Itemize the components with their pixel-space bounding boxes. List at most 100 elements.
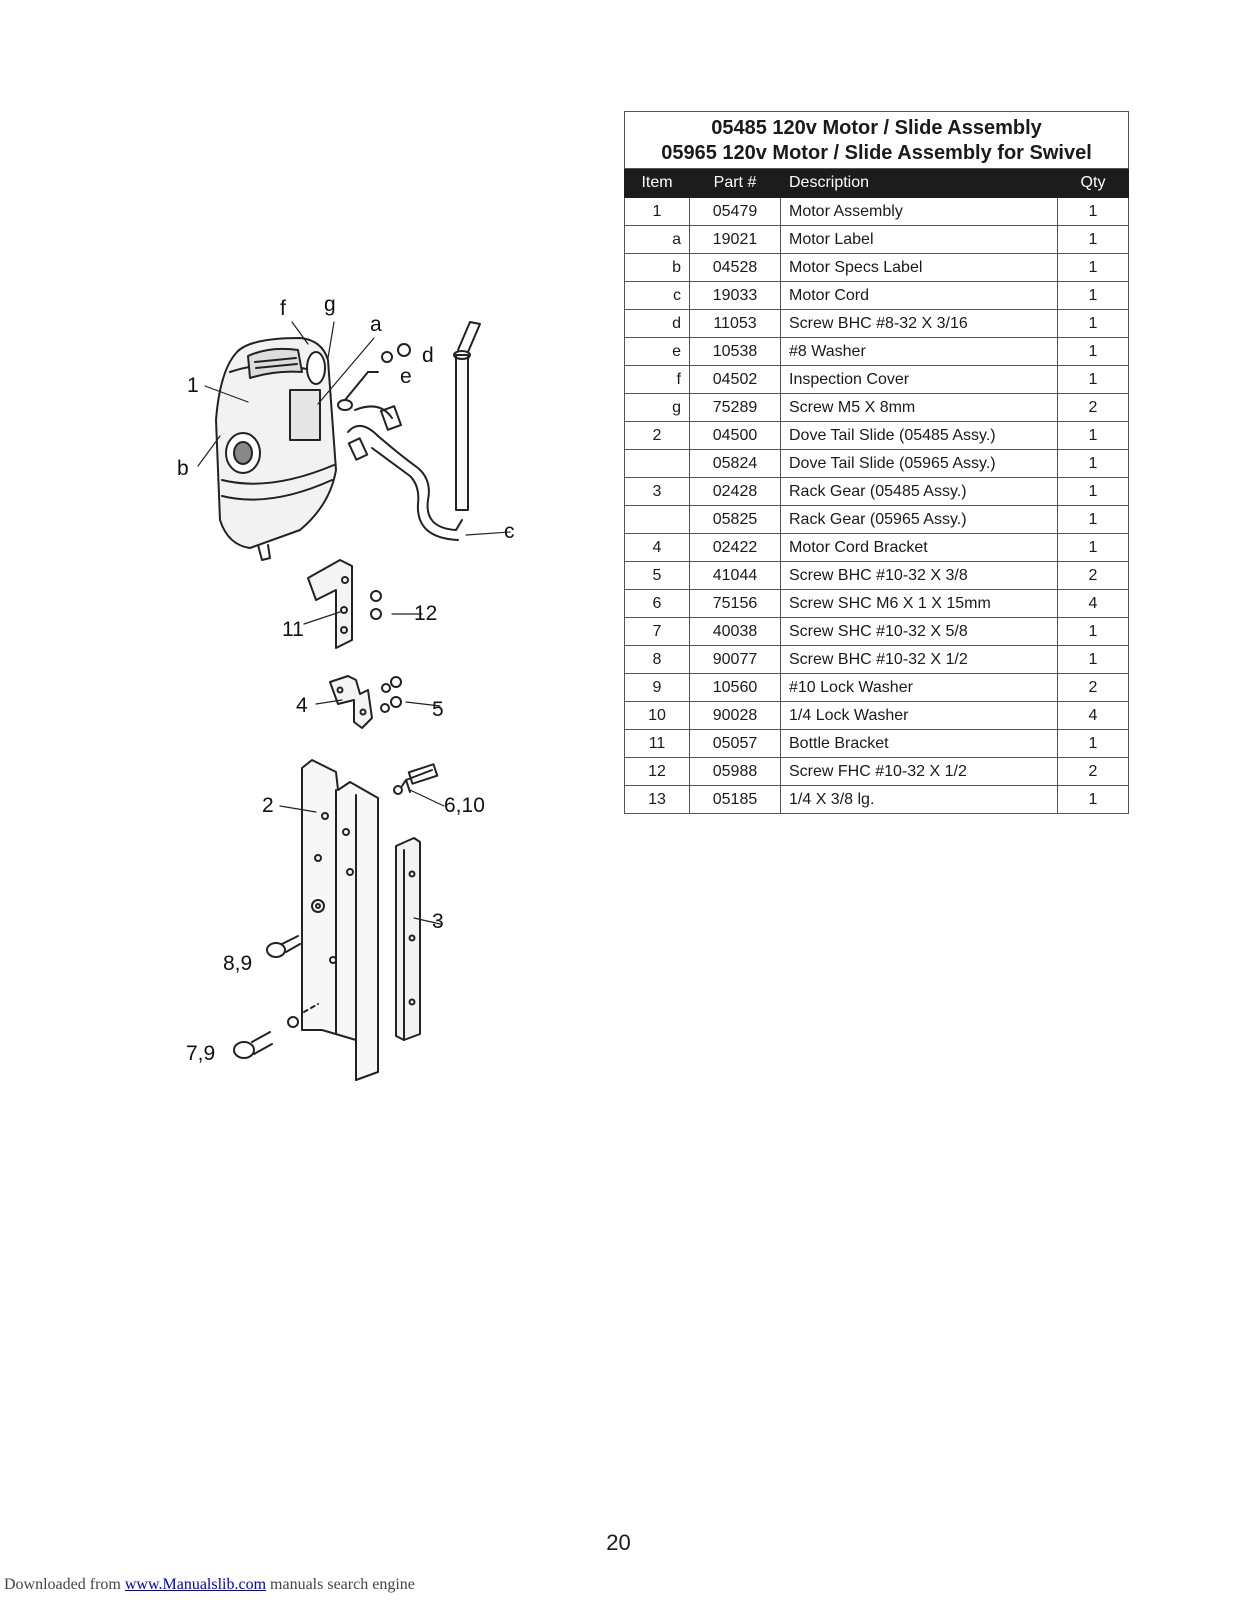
callout-e: e — [400, 365, 412, 388]
cell-description: Screw BHC #8-32 X 3/16 — [780, 309, 1058, 338]
cell-part: 04502 — [689, 365, 781, 394]
cell-part: 02422 — [689, 533, 781, 562]
cell-item: a — [624, 225, 690, 254]
callout-d: d — [422, 344, 434, 367]
title-line-1: 05485 120v Motor / Slide Assembly — [633, 116, 1120, 141]
cell-part: 11053 — [689, 309, 781, 338]
cell-qty: 2 — [1057, 561, 1129, 590]
cell-qty: 1 — [1057, 477, 1129, 506]
footer-suffix: manuals search engine — [266, 1576, 415, 1593]
table-title: 05485 120v Motor / Slide Assembly 05965 … — [624, 111, 1129, 169]
cell-item: 9 — [624, 673, 690, 702]
cell-description: Screw FHC #10-32 X 1/2 — [780, 757, 1058, 786]
footer-prefix: Downloaded from — [4, 1576, 125, 1593]
cell-item: 12 — [624, 757, 690, 786]
cell-qty: 1 — [1057, 253, 1129, 282]
callout-3: 3 — [432, 910, 444, 933]
cell-description: Dove Tail Slide (05965 Assy.) — [780, 449, 1058, 478]
cell-item: 3 — [624, 477, 690, 506]
cell-description: Inspection Cover — [780, 365, 1058, 394]
callout-2: 2 — [262, 794, 274, 817]
cell-part: 05185 — [689, 785, 781, 814]
callout-leaders — [197, 321, 511, 925]
download-footer: Downloaded from www.Manualslib.com manua… — [4, 1576, 415, 1594]
header-qty: Qty — [1057, 168, 1129, 198]
table-title-row: 05485 120v Motor / Slide Assembly 05965 … — [624, 111, 1129, 169]
cell-description: #10 Lock Washer — [780, 673, 1058, 702]
cell-item: 13 — [624, 785, 690, 814]
cell-part: 05824 — [689, 449, 781, 478]
header-description: Description — [780, 168, 1058, 198]
header-part: Part # — [689, 168, 781, 198]
cell-description: #8 Washer — [780, 337, 1058, 366]
title-text: 120v Motor / Slide Assembly — [766, 117, 1042, 139]
cell-qty: 2 — [1057, 393, 1129, 422]
cell-part: 41044 — [689, 561, 781, 590]
rack-gear-drawing — [395, 837, 421, 1041]
cell-item: 11 — [624, 729, 690, 758]
callout-g: g — [324, 293, 336, 316]
cell-description: Screw M5 X 8mm — [780, 393, 1058, 422]
exploded-parts-diagram: f g a d e 1 b c 12 11 4 5 2 6,10 3 8,9 7… — [177, 293, 515, 1081]
title-part-number: 05965 — [661, 142, 717, 164]
cell-qty: 1 — [1057, 617, 1129, 646]
callout-f: f — [280, 297, 286, 320]
cell-part: 02428 — [689, 477, 781, 506]
title-line-2: 05965 120v Motor / Slide Assembly for Sw… — [633, 141, 1120, 166]
cell-item: 1 — [624, 197, 690, 226]
callout-5: 5 — [432, 698, 444, 721]
cell-qty: 1 — [1057, 365, 1129, 394]
table-header-row: Item Part # Description Qty — [624, 168, 1129, 198]
cell-qty: 2 — [1057, 757, 1129, 786]
cell-part: 05825 — [689, 505, 781, 534]
cell-item: 2 — [624, 421, 690, 450]
callout-a: a — [370, 313, 382, 336]
header-item: Item — [624, 168, 690, 198]
cell-part: 75289 — [689, 393, 781, 422]
cell-description: Motor Cord — [780, 281, 1058, 310]
cell-qty: 4 — [1057, 589, 1129, 618]
cell-description: Screw SHC M6 X 1 X 15mm — [780, 589, 1058, 618]
cell-part: 04528 — [689, 253, 781, 282]
cell-part: 04500 — [689, 421, 781, 450]
cell-qty: 1 — [1057, 645, 1129, 674]
cell-description: Rack Gear (05965 Assy.) — [780, 505, 1058, 534]
cell-description: Motor Specs Label — [780, 253, 1058, 282]
cell-part: 75156 — [689, 589, 781, 618]
bottle-bracket-drawing — [307, 559, 382, 649]
cell-description: Screw BHC #10-32 X 3/8 — [780, 561, 1058, 590]
manualslib-link[interactable]: www.Manualslib.com — [124, 1576, 267, 1593]
callout-1: 1 — [187, 374, 199, 397]
motor-assembly-drawing — [215, 337, 337, 561]
cell-item — [624, 449, 690, 478]
cell-description: Motor Assembly — [780, 197, 1058, 226]
cell-item: f — [624, 365, 690, 394]
cell-description: 1/4 Lock Washer — [780, 701, 1058, 730]
cell-part: 19033 — [689, 281, 781, 310]
callout-8-9: 8,9 — [223, 952, 252, 975]
cell-qty: 1 — [1057, 505, 1129, 534]
cell-qty: 1 — [1057, 533, 1129, 562]
cell-description: Motor Cord Bracket — [780, 533, 1058, 562]
cell-item: b — [624, 253, 690, 282]
cell-description: 1/4 X 3/8 lg. — [780, 785, 1058, 814]
cell-description: Rack Gear (05485 Assy.) — [780, 477, 1058, 506]
callout-11: 11 — [282, 618, 304, 641]
cell-part: 90028 — [689, 701, 781, 730]
title-text: 120v Motor / Slide Assembly for Swivel — [716, 142, 1092, 164]
cell-part: 05988 — [689, 757, 781, 786]
cell-description: Screw SHC #10-32 X 5/8 — [780, 617, 1058, 646]
